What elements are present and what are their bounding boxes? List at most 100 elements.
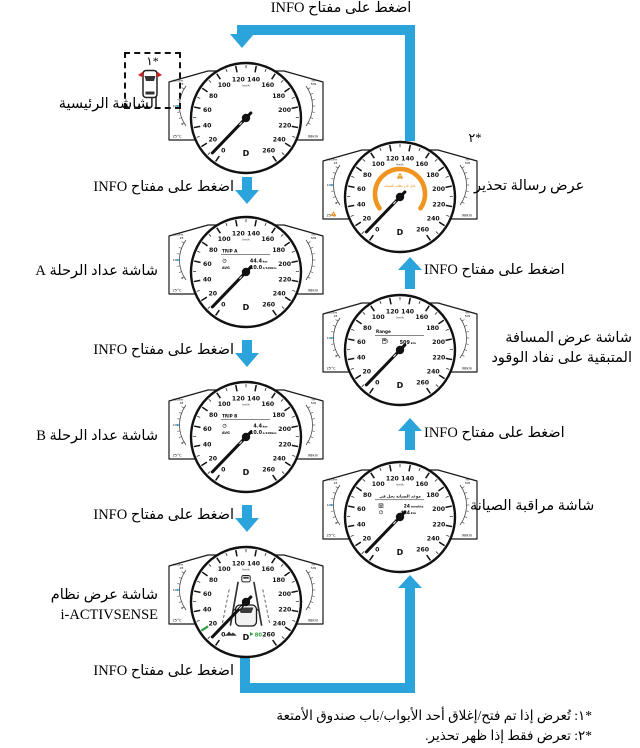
svg-text:km: km [312,399,316,402]
svg-text:0: 0 [181,276,183,280]
svg-text:220: 220 [432,354,446,361]
svg-text:20: 20 [362,369,371,376]
svg-text:140: 140 [247,230,261,237]
svg-text:L/100km: L/100km [327,479,338,482]
svg-text:60: 60 [357,186,366,193]
press-info-label-right-1: اضغط على مفتاح INFO [424,262,565,278]
label-maintenance-display: شاشة مراقبة الصيانة [470,498,595,514]
svg-text:98km: 98km [308,135,319,139]
svg-text:AVG: AVG [222,431,230,435]
svg-text:98km: 98km [308,289,319,293]
svg-text:140: 140 [401,155,415,162]
svg-text:L/100km: L/100km [263,266,277,270]
flow-line-left-3 [242,505,252,520]
svg-text:D: D [397,381,404,390]
svg-text:D: D [243,303,250,312]
svg-text:120: 120 [232,395,246,402]
svg-text:60: 60 [203,426,212,433]
i-activsense-display-cluster: L/100km2810025°Ckm50998km020406080100120… [168,545,324,659]
svg-text:40: 40 [203,276,212,283]
press-info-label-left-1: اضغط على مفتاح INFO [93,179,234,195]
svg-text:100: 100 [218,82,232,89]
svg-text:160: 160 [415,481,429,488]
svg-text:25°C: 25°C [172,454,182,458]
svg-text:0: 0 [221,467,226,474]
svg-text:160: 160 [261,236,275,243]
arrow-down-icon-1 [235,190,259,204]
svg-text:km: km [466,312,470,315]
label-range-line2: المتبقية على نفاد الوقود [491,350,632,366]
svg-text:km/h: km/h [242,84,249,88]
svg-text:TRIP A: TRIP A [222,249,238,254]
svg-text:25°C: 25°C [326,534,336,538]
svg-text:km: km [263,259,268,263]
svg-text:km/h: km/h [242,568,249,572]
svg-text:180: 180 [272,412,286,419]
svg-text:20: 20 [208,621,217,628]
svg-text:km: km [312,564,316,567]
svg-text:0: 0 [375,227,380,234]
svg-text:0: 0 [181,606,183,610]
svg-text:220: 220 [278,122,292,129]
svg-text:40: 40 [203,122,212,129]
maintenance-display-cluster: L/100km2810025°Ckm50998km020406080100120… [322,460,478,574]
svg-text:L/100km: L/100km [173,80,184,83]
svg-text:80: 80 [209,93,218,100]
arrow-down-icon-top [230,34,254,48]
svg-text:40: 40 [357,354,366,361]
svg-text:km: km [312,80,316,83]
svg-text:25°C: 25°C [326,367,336,371]
svg-text:25°C: 25°C [172,619,182,623]
label-warning-display: عرض رسالة تحذير [474,178,585,194]
svg-text:28: 28 [334,161,338,165]
svg-text:120: 120 [232,560,246,567]
svg-text:220: 220 [278,606,292,613]
svg-text:AVG: AVG [222,266,230,270]
svg-text:220: 220 [278,441,292,448]
svg-text:180: 180 [272,247,286,254]
svg-text:100: 100 [218,566,232,573]
svg-text:80: 80 [363,492,372,499]
flow-line-bottom-horizontal [240,683,415,693]
footnote-2: *٢: تعرض فقط إذا ظهر تحذير. [425,727,592,743]
svg-text:160: 160 [415,314,429,321]
svg-text:10: 10 [327,503,331,507]
svg-text:km/h: km/h [242,238,249,242]
press-info-label-left-2: اضغط على مفتاح INFO [93,342,234,358]
svg-text:200: 200 [278,426,292,433]
svg-text:km/h: km/h [242,403,249,407]
svg-text:98km: 98km [308,619,319,623]
svg-text:km: km [263,424,268,428]
svg-text:L/100km: L/100km [263,431,277,435]
svg-text:28: 28 [334,314,338,318]
svg-text:240: 240 [427,216,441,223]
svg-text:4.4: 4.4 [253,423,262,429]
label-trip-a-display: شاشة عداد الرحلة A [35,263,158,279]
svg-text:240: 240 [273,137,287,144]
arrow-down-icon-2 [235,353,259,367]
svg-text:98km: 98km [462,534,473,538]
svg-text:40: 40 [203,606,212,613]
flow-line-top-right-vertical [405,25,415,141]
label-range-line1: شاشة عرض المسافة [505,330,632,346]
svg-text:40: 40 [357,201,366,208]
svg-text:509: 509 [465,481,471,485]
svg-text:140: 140 [247,395,261,402]
door-open-car-icon [138,69,162,99]
footnotes: *١: تُعرض إذا تم فتح/إغلاق أحد الأبواب/ب… [90,706,592,745]
svg-text:260: 260 [416,547,430,554]
svg-text:200: 200 [432,186,446,193]
main-display-cluster: L/100km2810025°Ckm50998km020406080100120… [168,61,324,175]
svg-text:10: 10 [173,104,177,108]
svg-text:100: 100 [372,314,386,321]
svg-text:10: 10 [173,258,177,262]
svg-text:20: 20 [208,137,217,144]
svg-text:509: 509 [311,401,317,405]
svg-text:D: D [397,548,404,557]
svg-text:months: months [411,504,424,508]
flow-line-left-2 [242,340,252,355]
svg-text:220: 220 [278,276,292,283]
label-i-activsense-line1: شاشة عرض نظام [50,587,158,603]
label-i-activsense-display: شاشة عرض نظام i-ACTIVSENSE [8,585,158,625]
flow-line-left-1 [242,177,252,192]
